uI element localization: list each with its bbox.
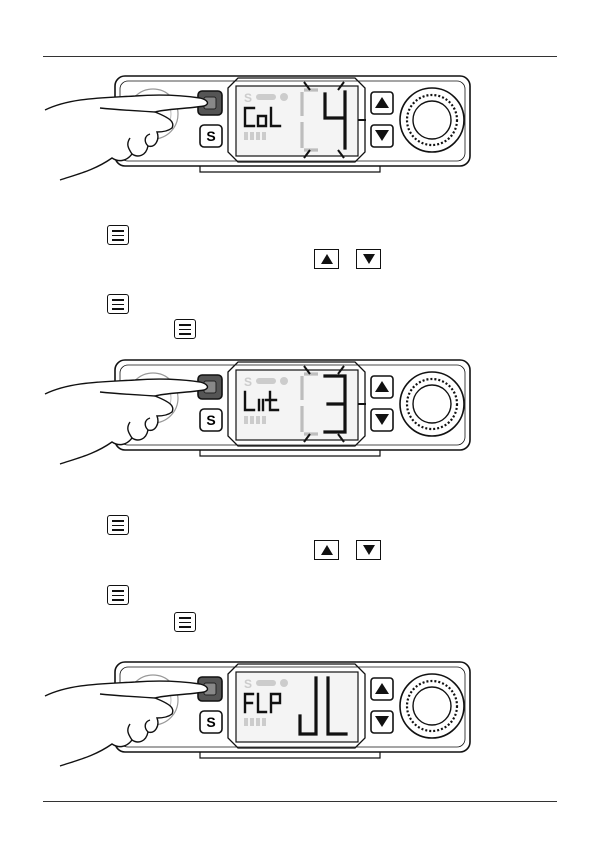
up-arrow-key-icon <box>314 249 339 269</box>
lcd-display <box>236 672 358 742</box>
radio-illustration-lit: S S <box>40 354 480 474</box>
top-rule <box>43 56 557 57</box>
s-meter-indicator: S <box>244 375 252 389</box>
bottom-rule <box>43 801 557 802</box>
up-arrow-key-icon <box>314 540 339 560</box>
radio-illustration-col: S S <box>40 70 480 190</box>
menu-key-icon <box>174 319 196 339</box>
s-key-label: S <box>206 412 215 428</box>
menu-key-icon <box>174 612 196 632</box>
radio-front-panel: S S <box>40 354 480 474</box>
radio-front-panel: S S <box>40 656 480 776</box>
radio-illustration-flp: S S <box>40 656 480 776</box>
s-key-label: S <box>206 714 215 730</box>
s-key-label: S <box>206 128 215 144</box>
s-meter-indicator: S <box>244 91 252 105</box>
lcd-display <box>236 86 358 156</box>
radio-front-panel: S S <box>40 70 480 190</box>
menu-key-icon <box>107 515 129 535</box>
down-arrow-key-icon <box>356 249 381 269</box>
down-arrow-key-icon <box>356 540 381 560</box>
menu-key-icon <box>107 585 129 605</box>
menu-key-icon <box>107 225 129 245</box>
menu-key-icon <box>107 294 129 314</box>
s-meter-indicator: S <box>244 677 252 691</box>
